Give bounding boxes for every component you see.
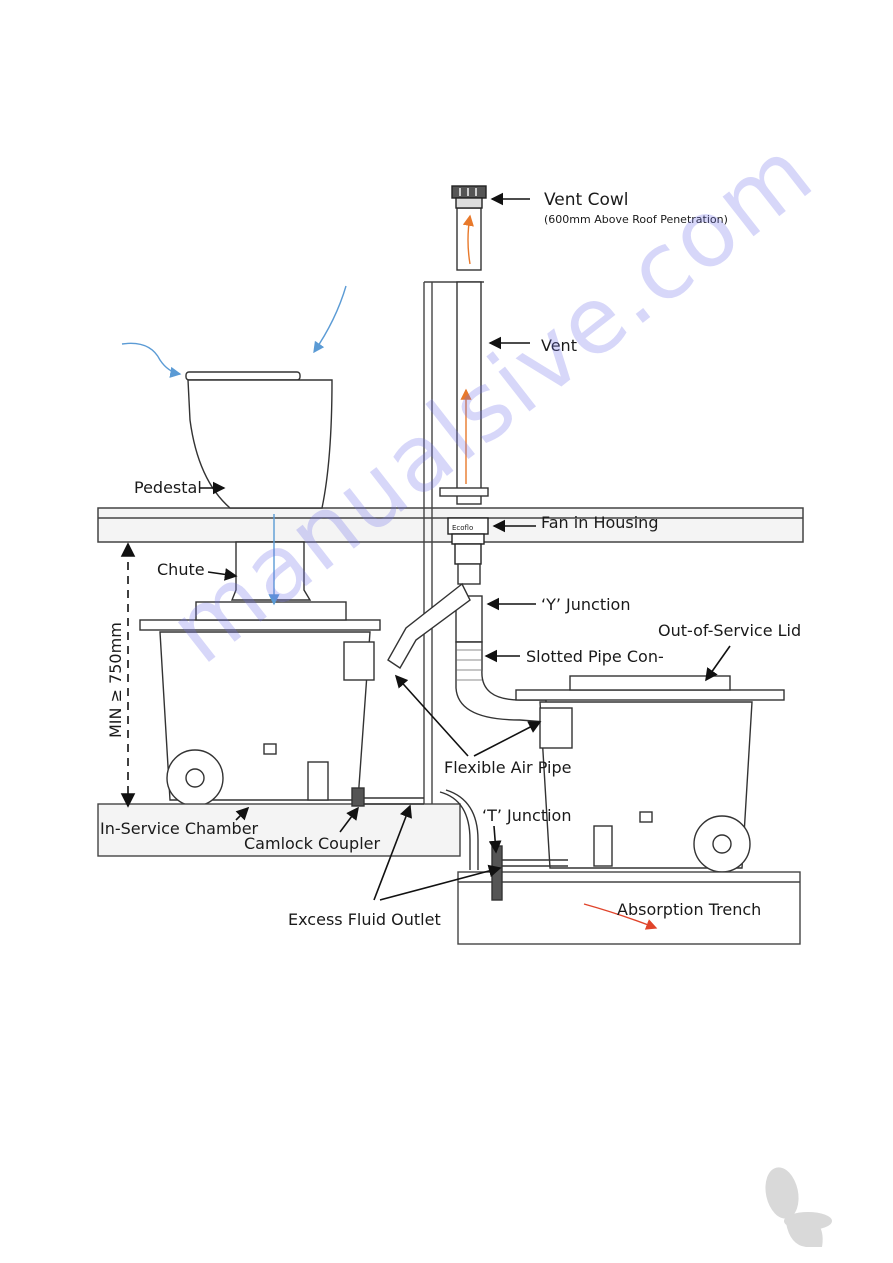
camlock-coupler-label: Camlock Coupler	[244, 834, 381, 853]
pedestal	[185, 371, 333, 509]
toilet-logo-icon	[765, 1167, 832, 1247]
min-height-label: MIN ≥ 750mm	[106, 622, 125, 738]
t-junction-leader	[488, 825, 502, 854]
fan-brand-label: Ecoflo	[452, 524, 473, 532]
flex-pipe-leader-1	[394, 674, 469, 757]
air-in-left-arrow	[121, 342, 182, 378]
fan-housing	[447, 517, 489, 565]
vent-cowl-note: (600mm Above Roof Penetration)	[544, 213, 728, 226]
vent-label: Vent	[541, 336, 577, 355]
excess-leader-1	[373, 804, 412, 901]
air-in-top-arrow	[313, 285, 347, 354]
leader-arrows	[200, 192, 731, 901]
vent-cowl	[451, 185, 487, 209]
slotted-pipe-ribs	[456, 649, 482, 681]
pedestal-label: Pedestal	[134, 478, 202, 497]
trench-flow-arrow	[583, 903, 658, 930]
exhaust-cowl-arrow	[462, 214, 474, 265]
excess-fluid-outlet-label: Excess Fluid Outlet	[288, 910, 441, 929]
ground-slab-left	[97, 803, 461, 857]
chute-leader	[207, 568, 238, 581]
y-junction-label: ‘Y’ Junction	[541, 595, 631, 614]
in-service-chamber	[139, 601, 381, 807]
out-of-service-lid-label: Out-of-Service Lid	[658, 621, 802, 640]
floor-slab	[97, 507, 804, 543]
flexible-air-pipe-label: Flexible Air Pipe	[444, 758, 572, 777]
absorption-trench-label: Absorption Trench	[617, 900, 762, 919]
t-junction-label: ‘T’ Junction	[482, 806, 572, 825]
excess-leader-2	[379, 864, 502, 901]
slotted-pipe-label: Slotted Pipe Con-	[526, 647, 664, 666]
min-height-dimension	[120, 542, 136, 808]
chute-label: Chute	[157, 560, 205, 579]
y-junction-pipe	[387, 563, 547, 723]
lid-leader	[705, 645, 731, 682]
in-service-leader	[235, 806, 250, 821]
in-service-chamber-label: In-Service Chamber	[100, 819, 259, 838]
chute	[230, 541, 312, 601]
flex-pipe-leader-2	[473, 721, 542, 757]
absorption-trench-box	[457, 871, 801, 945]
vent-cowl-label: Vent Cowl	[544, 190, 629, 210]
fan-in-housing-label: Fan in Housing	[541, 513, 659, 532]
vent-pipe	[439, 207, 489, 505]
air-flow-arrows	[121, 214, 658, 930]
camlock-leader	[339, 806, 359, 833]
out-of-service-chamber	[515, 675, 785, 873]
